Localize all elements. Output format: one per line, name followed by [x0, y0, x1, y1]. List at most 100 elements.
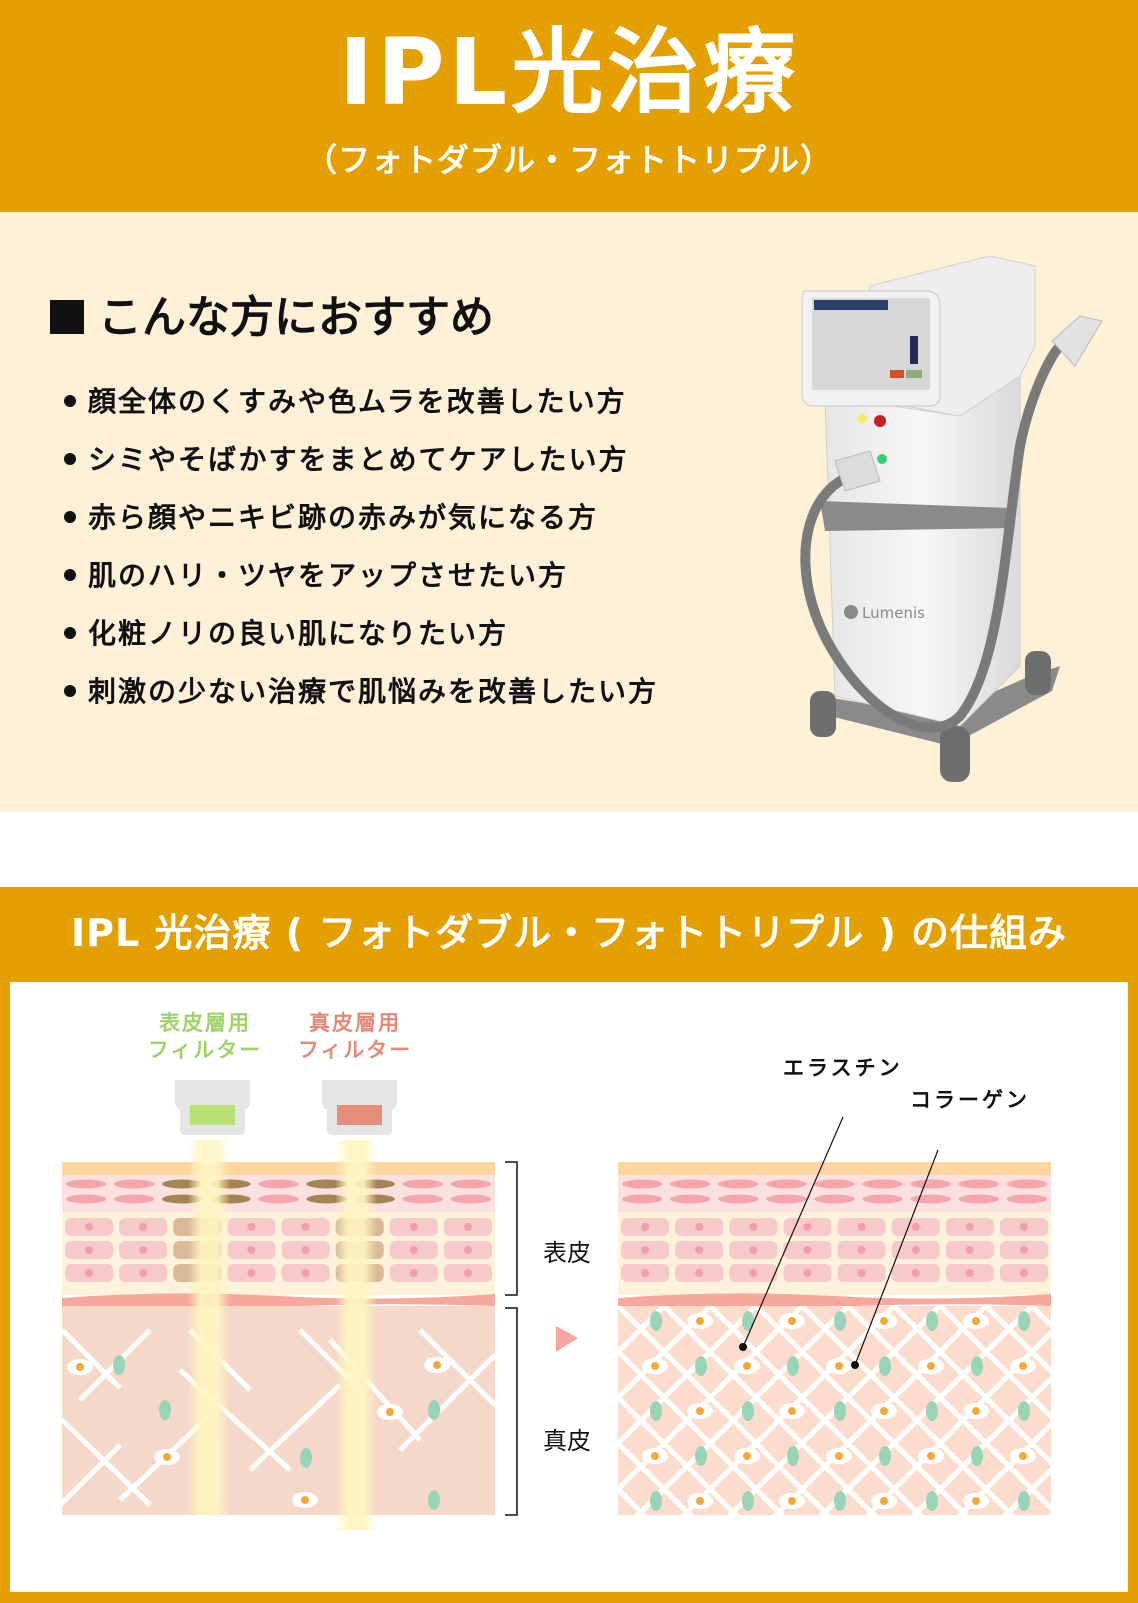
collagen-leader-line [854, 1149, 939, 1366]
cell-nucleus [749, 1269, 758, 1277]
recommend-item-text: 肌のハリ・ツヤをアップさせたい方 [88, 559, 569, 592]
dermis-filter-label: 真皮層用 フィルター [290, 1010, 420, 1064]
cell-nucleus [463, 1269, 472, 1277]
cell-nucleus [965, 1246, 974, 1254]
cell-nucleus [641, 1269, 650, 1277]
fibroblast-nucleus [788, 1317, 796, 1325]
collagen-fiber [984, 1306, 1051, 1375]
elastin-node [428, 1490, 440, 1510]
collagen-fiber [618, 1439, 694, 1515]
lumenis-logo-icon [844, 605, 858, 619]
wheel-icon [940, 726, 970, 782]
elastin-node [1018, 1491, 1030, 1511]
elastin-node [428, 1400, 440, 1420]
device-screen-slider [910, 336, 918, 364]
elastin-node [926, 1491, 938, 1511]
bullet-icon [64, 626, 76, 639]
recommend-item: 肌のハリ・ツヤをアップさせたい方 [62, 558, 568, 594]
bullet-icon [64, 452, 76, 465]
handpiece [834, 450, 881, 492]
cell-nucleus [139, 1246, 148, 1254]
collagen-fiber [618, 1306, 804, 1493]
elastin-pointer [739, 1343, 747, 1351]
flat-cell [910, 1194, 951, 1204]
cell-nucleus [139, 1269, 148, 1277]
cell-nucleus [857, 1223, 866, 1231]
cell-nucleus [85, 1246, 94, 1254]
flat-cell [402, 1179, 444, 1189]
cell-nucleus [695, 1246, 704, 1254]
cell-nucleus [409, 1269, 418, 1277]
cell-nucleus [409, 1246, 418, 1254]
collagen-fiber [938, 1306, 1051, 1421]
flat-cell [1006, 1179, 1048, 1189]
flat-cell [258, 1179, 299, 1189]
collagen-fiber [618, 1306, 758, 1447]
cell-nucleus [803, 1223, 812, 1231]
collagen-fiber-broken [398, 1353, 497, 1452]
elastin-node [834, 1311, 846, 1331]
elastin-node [926, 1401, 938, 1421]
filter-label-line: 真皮層用 [309, 1011, 401, 1035]
flat-cell [65, 1194, 107, 1204]
flat-cell [113, 1179, 155, 1189]
basement-membrane [62, 1293, 495, 1310]
cell-nucleus [803, 1269, 812, 1277]
dermis-filter [337, 1105, 382, 1125]
elastin-node [879, 1356, 891, 1376]
device-screen-button [890, 370, 904, 378]
cell-nucleus [247, 1223, 256, 1231]
recommend-item: 化粧ノリの良い肌になりたい方 [62, 616, 508, 652]
flat-cell [621, 1179, 663, 1189]
ipl-device-image: Lumenis [800, 255, 1103, 782]
stratum-corneum [618, 1162, 1051, 1175]
cell-nucleus [247, 1246, 256, 1254]
flat-cell [958, 1179, 1000, 1189]
cell-nucleus [965, 1223, 974, 1231]
cell-nucleus [695, 1223, 704, 1231]
fibroblast-nucleus [696, 1317, 704, 1325]
cell-nucleus [301, 1223, 310, 1231]
elastin-node [113, 1355, 125, 1375]
fibroblast-nucleus [1019, 1452, 1027, 1460]
elastin-node [787, 1356, 799, 1376]
cell-nucleus [463, 1246, 472, 1254]
elastin-node [650, 1491, 662, 1511]
elastin-node [834, 1491, 846, 1511]
flat-cell [450, 1194, 492, 1204]
fibroblast-nucleus [1019, 1362, 1027, 1370]
elastin-node [787, 1446, 799, 1466]
recommend-item: 刺激の少ない治療で肌悩みを改善したい方 [62, 674, 658, 710]
elastin-node [650, 1311, 662, 1331]
flat-cell [402, 1194, 444, 1204]
page-title: IPL光治療 [338, 19, 800, 126]
recommend-item-text: 化粧ノリの良い肌になりたい方 [88, 617, 509, 650]
elastin-node [879, 1446, 891, 1466]
fibroblast-nucleus [880, 1497, 888, 1505]
bullet-icon [64, 684, 76, 697]
collagen-fiber-broken [58, 1443, 122, 1507]
fibroblast-nucleus [386, 1408, 394, 1416]
flat-cell [258, 1194, 299, 1204]
flat-cell [958, 1194, 1000, 1204]
elastin-node [300, 1448, 312, 1468]
flat-cell [65, 1179, 107, 1189]
elastin-node [742, 1311, 754, 1331]
basement-membrane [618, 1293, 1051, 1310]
fibroblast-nucleus [651, 1452, 659, 1460]
epidermis-bracket [505, 1161, 518, 1296]
recommend-item: 赤ら顔やニキビ跡の赤みが気になる方 [62, 500, 598, 536]
collagen-fiber [618, 1306, 666, 1356]
collagen-pointer [851, 1361, 859, 1369]
dermis-layer [62, 1306, 495, 1515]
collagen-fiber [618, 1306, 712, 1402]
cell-nucleus [911, 1269, 920, 1277]
cell-nucleus [857, 1246, 866, 1254]
cell-nucleus [1019, 1223, 1028, 1231]
fibroblast-nucleus [880, 1407, 888, 1415]
fibroblast-nucleus [972, 1497, 980, 1505]
fibroblast-nucleus [163, 1453, 171, 1461]
fibroblast-nucleus [835, 1452, 843, 1460]
fibroblast-nucleus [927, 1452, 935, 1460]
wheel-icon [1025, 651, 1051, 695]
